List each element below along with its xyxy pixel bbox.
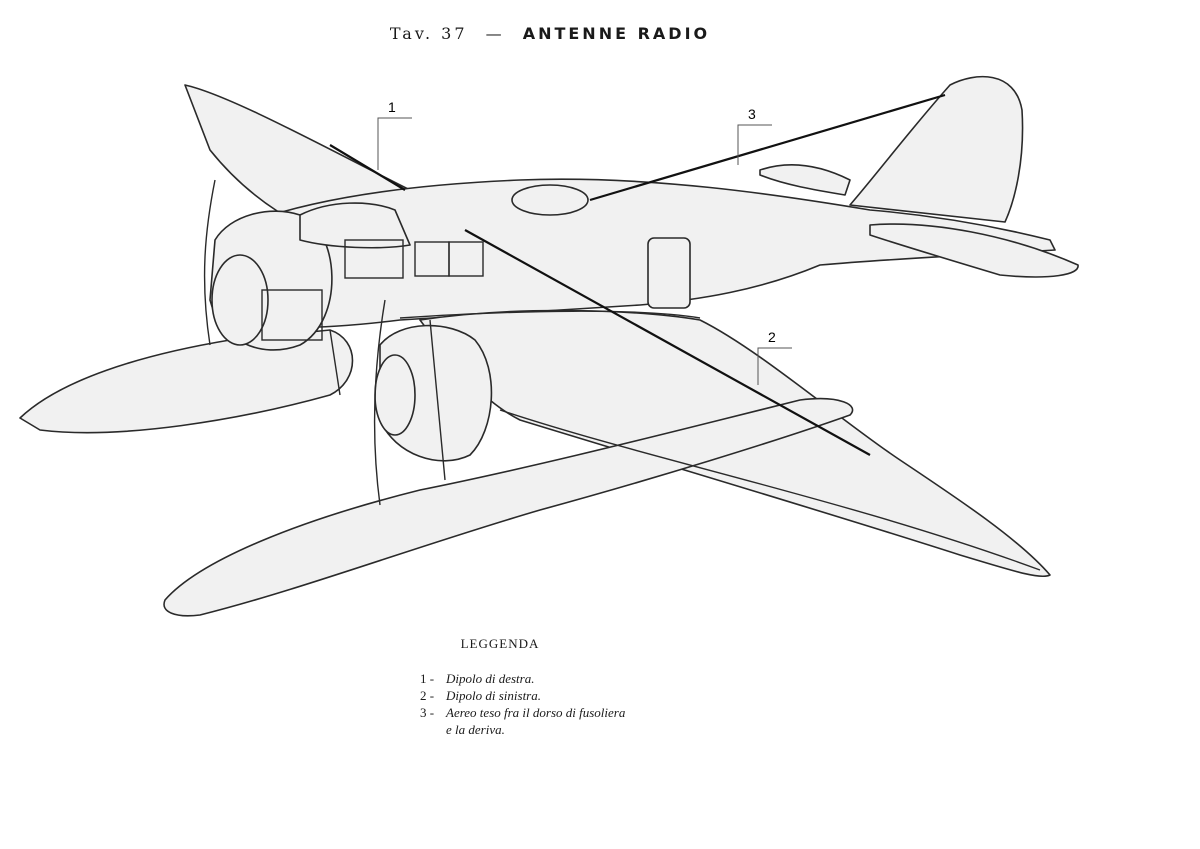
callout-3-label: 3 xyxy=(748,106,756,122)
right-float xyxy=(19,329,354,434)
plate-title: Tav. 37 — ANTENNE RADIO xyxy=(0,24,1100,43)
left-tailplane xyxy=(759,164,851,196)
wing-leading-edge xyxy=(499,409,1041,571)
tailplane xyxy=(869,223,1079,278)
legend-item-text: e la deriva. xyxy=(446,722,505,737)
cabin-door xyxy=(647,237,691,309)
dorsal-turret xyxy=(511,184,589,216)
cabin-window xyxy=(448,241,484,277)
legend-item: 3 - Aereo teso fra il dorso di fusoliera xyxy=(420,704,760,721)
nose-window xyxy=(261,289,323,341)
legend-item: 1 - Dipolo di destra. xyxy=(420,670,760,687)
title-separator: — xyxy=(485,24,505,43)
legend-item-number: 2 - xyxy=(420,688,435,703)
float-strut xyxy=(329,329,341,396)
plate-subject: ANTENNE RADIO xyxy=(522,24,711,43)
left-float xyxy=(163,397,854,617)
antenna-dipole-left xyxy=(464,229,871,456)
right-engine-front xyxy=(211,254,269,346)
cockpit-canopy xyxy=(299,202,411,249)
left-propeller xyxy=(373,299,386,506)
legend-item-text: Dipolo di destra. xyxy=(446,671,535,686)
right-propeller xyxy=(203,179,216,346)
plate-number: Tav. 37 xyxy=(389,24,468,43)
callout-1-leader xyxy=(377,117,412,170)
legend-item: e la deriva. xyxy=(420,721,760,738)
left-engine-front xyxy=(374,354,416,436)
antenna-wire-dorsal-fin xyxy=(589,93,946,202)
legend: LEGGENDA 1 - Dipolo di destra. 2 - Dipol… xyxy=(420,636,760,738)
callout-1-label: 1 xyxy=(388,99,396,115)
legend-item-text: Dipolo di sinistra. xyxy=(446,688,541,703)
legend-item-text: Aereo teso fra il dorso di fusoliera xyxy=(446,705,626,720)
fuselage-line xyxy=(399,310,701,319)
legend-item-number: 1 - xyxy=(420,671,435,686)
callout-2-leader xyxy=(757,347,792,385)
legend-item-number: 3 - xyxy=(420,705,435,720)
legend-item: 2 - Dipolo di sinistra. xyxy=(420,687,760,704)
float-strut xyxy=(429,319,446,481)
callout-3-leader xyxy=(737,124,772,165)
legend-item-number xyxy=(420,721,446,738)
tail-fin xyxy=(849,75,1024,223)
antenna-dipole-right xyxy=(329,144,406,191)
cockpit-window xyxy=(344,239,404,279)
legend-heading: LEGGENDA xyxy=(460,636,540,651)
callout-2-label: 2 xyxy=(768,329,776,345)
